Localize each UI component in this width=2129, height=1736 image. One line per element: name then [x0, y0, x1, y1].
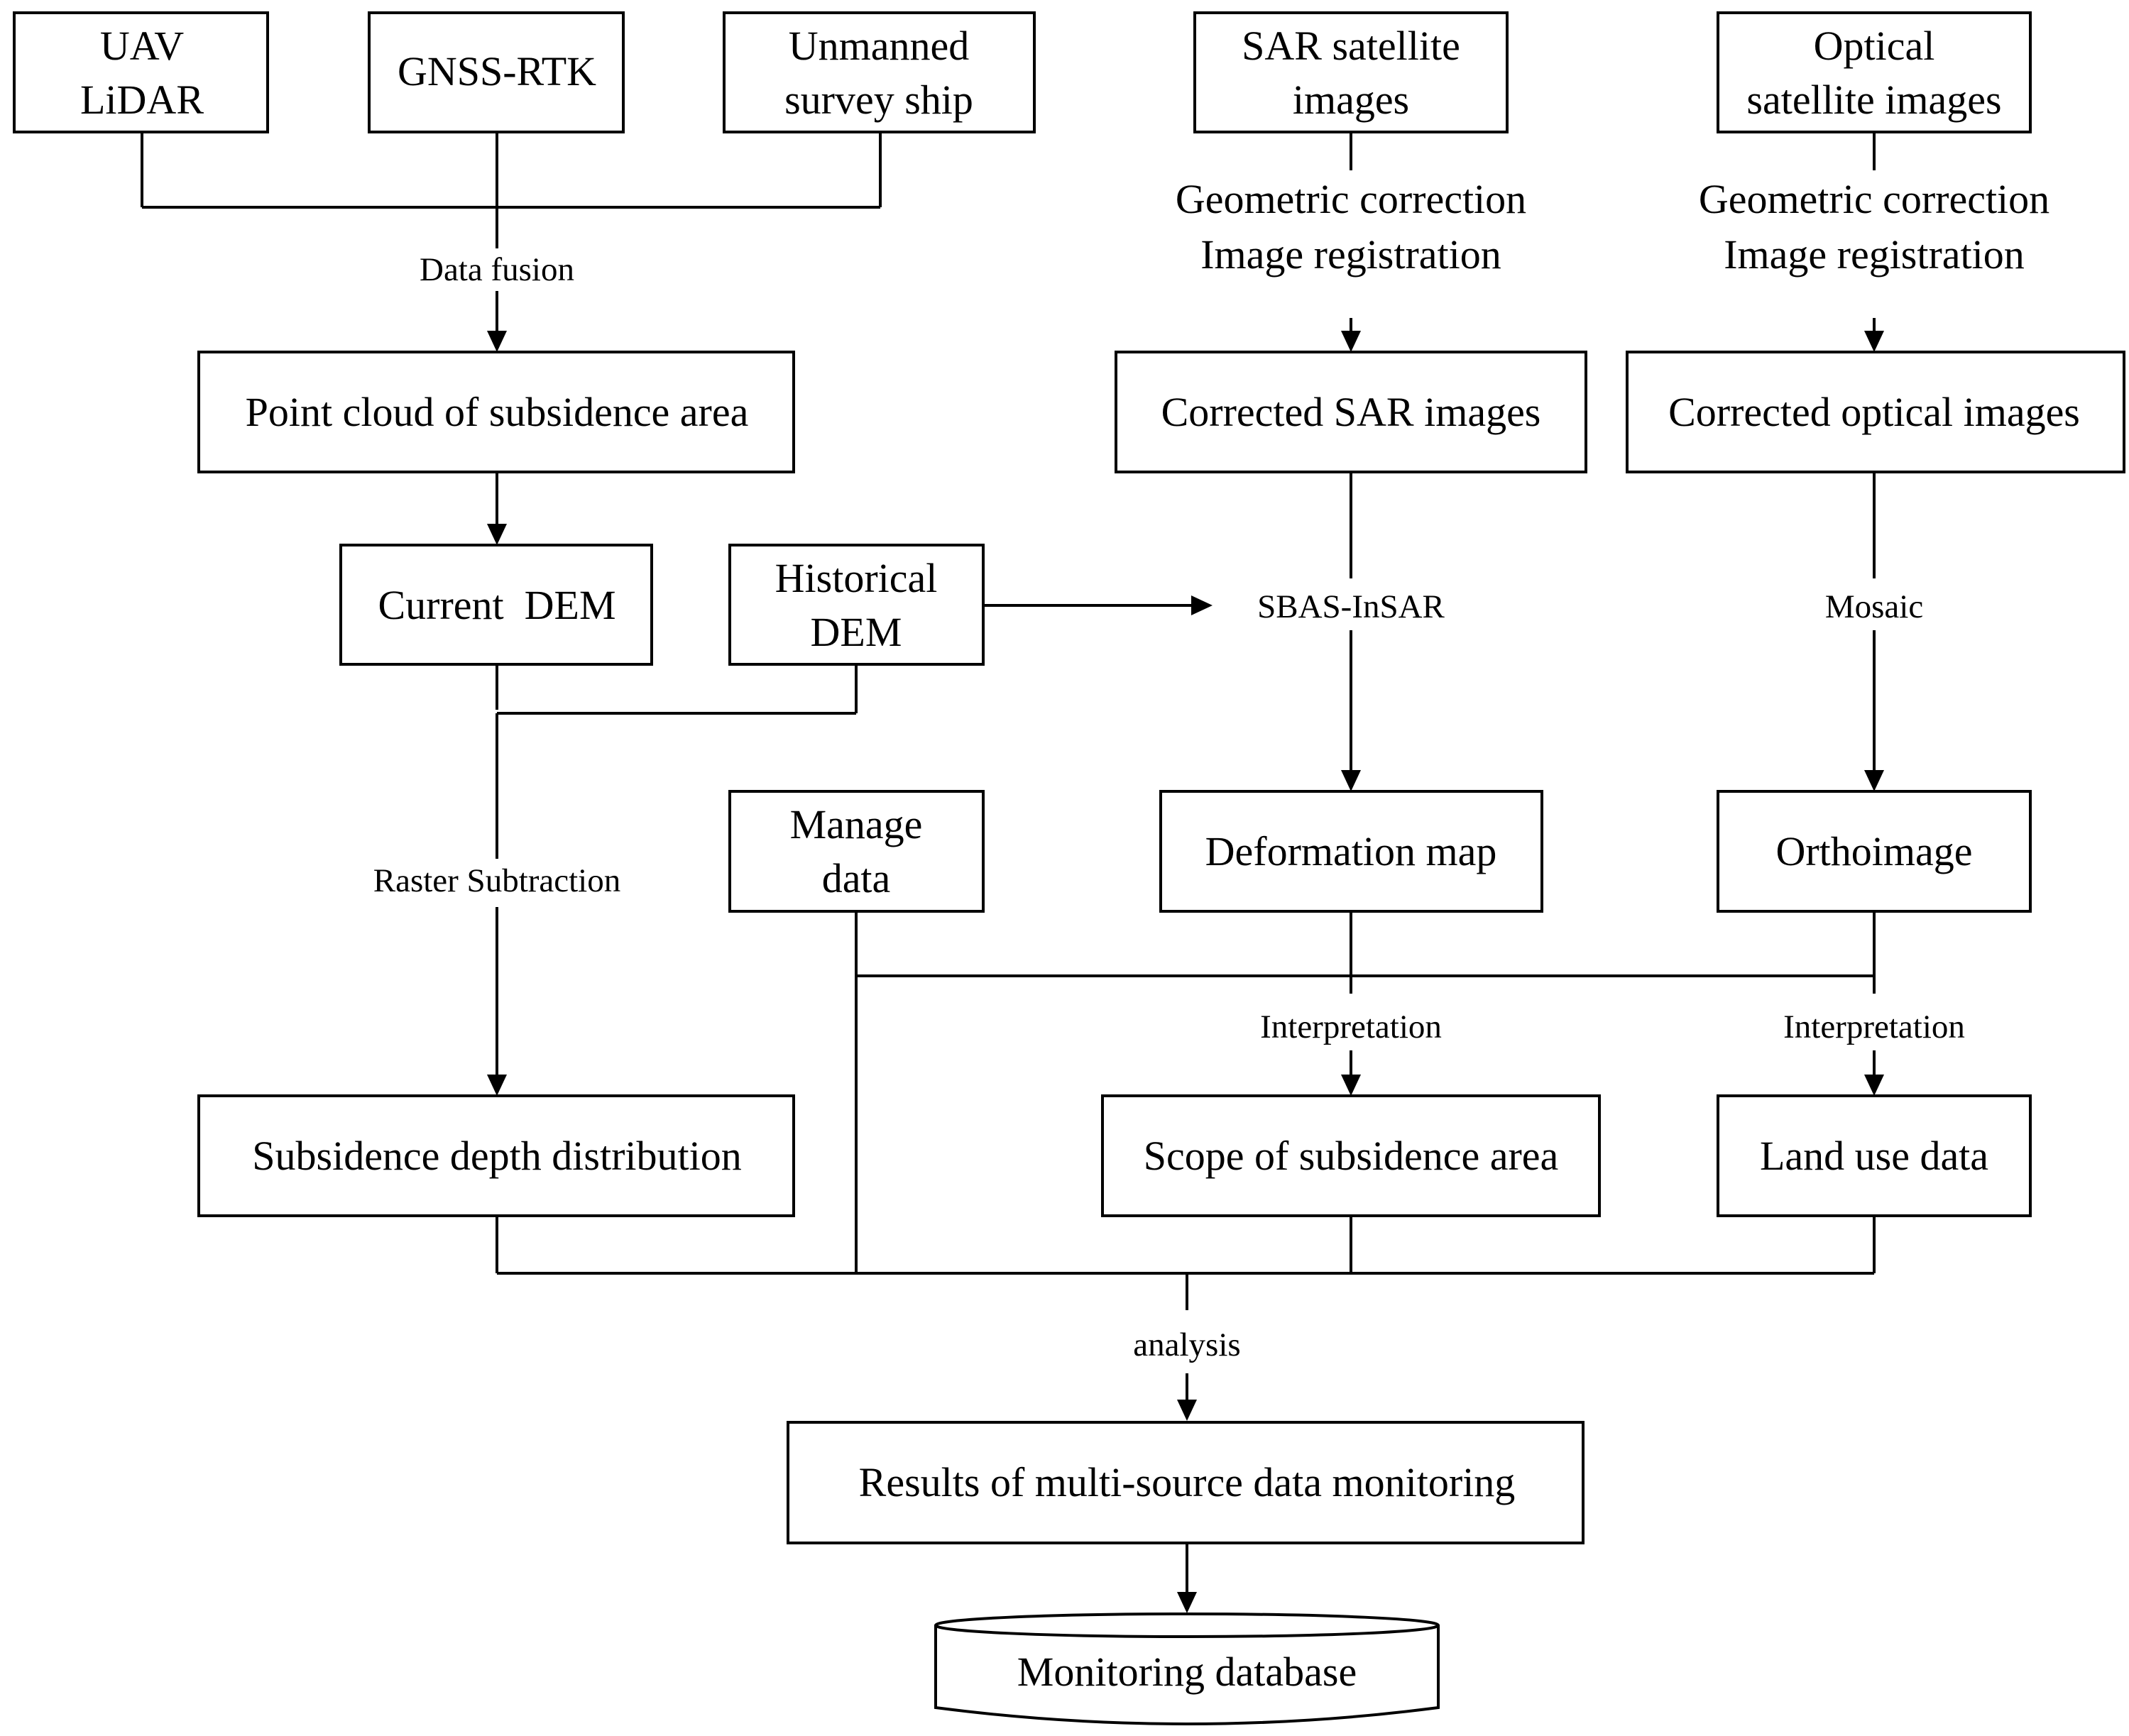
- node-land-use: Land use data: [1717, 1094, 2032, 1217]
- node-current-dem-label: Current DEM: [378, 582, 615, 628]
- label-optical-geometric-correction: Geometric correction: [1699, 176, 2049, 222]
- node-historical-dem-line1: Historical: [775, 555, 938, 601]
- node-unmanned-ship-line1: Unmanned: [789, 23, 970, 69]
- node-database-label: Monitoring database: [1017, 1649, 1357, 1695]
- node-uav-lidar-line1: UAV: [100, 23, 184, 69]
- database-cylinder-body: [934, 1625, 1440, 1725]
- node-optical-images-line1: Optical: [1814, 23, 1935, 69]
- label-sar-image-registration: Image registration: [1200, 231, 1501, 278]
- node-subsidence-depth-label: Subsidence depth distribution: [252, 1133, 742, 1179]
- node-scope-subsidence-label: Scope of subsidence area: [1144, 1133, 1559, 1179]
- node-results: Results of multi-source data monitoring: [787, 1421, 1585, 1544]
- node-optical-satellite-images: Optical satellite images: [1717, 11, 2032, 133]
- node-results-label: Results of multi-source data monitoring: [859, 1459, 1516, 1505]
- label-interpretation-optical: Interpretation: [1783, 1009, 1965, 1045]
- node-orthoimage-label: Orthoimage: [1775, 828, 1972, 874]
- node-corrected-sar: Corrected SAR images: [1115, 351, 1587, 473]
- node-unmanned-ship-line2: survey ship: [784, 77, 973, 123]
- node-orthoimage: Orthoimage: [1717, 790, 2032, 913]
- label-raster-subtraction: Raster Subtraction: [373, 862, 621, 899]
- node-scope-subsidence: Scope of subsidence area: [1101, 1094, 1601, 1217]
- node-gnss-rtk-label: GNSS-RTK: [398, 48, 596, 94]
- node-corrected-optical: Corrected optical images: [1626, 351, 2125, 473]
- arrowhead-sbas: [1191, 595, 1213, 615]
- node-corrected-sar-label: Corrected SAR images: [1161, 389, 1541, 435]
- label-optical-image-registration: Image registration: [1724, 231, 2025, 278]
- node-manage-data-line1: Manage: [790, 801, 923, 847]
- arrowhead-orthoimage: [1864, 770, 1884, 791]
- label-interpretation-sar: Interpretation: [1260, 1009, 1442, 1045]
- label-mosaic: Mosaic: [1825, 588, 1923, 625]
- node-manage-data-line2: data: [822, 855, 891, 901]
- node-current-dem: Current DEM: [339, 544, 653, 666]
- database-cylinder-top: [934, 1613, 1440, 1638]
- arrowhead-corrected-sar: [1341, 331, 1361, 352]
- node-gnss-rtk: GNSS-RTK: [368, 11, 625, 133]
- node-unmanned-survey-ship: Unmanned survey ship: [723, 11, 1036, 133]
- node-monitoring-database: Monitoring database: [934, 1613, 1440, 1725]
- node-sar-satellite-images: SAR satellite images: [1193, 11, 1509, 133]
- node-point-cloud-label: Point cloud of subsidence area: [246, 389, 749, 435]
- arrowhead-scope: [1341, 1075, 1361, 1096]
- label-sbas-insar: SBAS-InSAR: [1257, 588, 1445, 625]
- arrowhead-results: [1177, 1400, 1197, 1421]
- label-data-fusion: Data fusion: [420, 251, 574, 288]
- node-point-cloud: Point cloud of subsidence area: [197, 351, 795, 473]
- node-historical-dem-line2: DEM: [811, 609, 902, 655]
- node-sar-images-line1: SAR satellite: [1242, 23, 1460, 69]
- node-optical-images-line2: satellite images: [1746, 77, 2001, 123]
- node-manage-data: Manage data: [728, 790, 985, 913]
- node-deformation-map-label: Deformation map: [1205, 828, 1497, 874]
- node-land-use-label: Land use data: [1760, 1133, 1988, 1179]
- label-sar-geometric-correction: Geometric correction: [1176, 176, 1526, 222]
- arrowhead-deformation: [1341, 770, 1361, 791]
- node-sar-images-line2: images: [1293, 77, 1409, 123]
- connectors: [141, 132, 1884, 1613]
- label-analysis: analysis: [1133, 1326, 1240, 1363]
- node-corrected-optical-label: Corrected optical images: [1668, 389, 2080, 435]
- node-subsidence-depth: Subsidence depth distribution: [197, 1094, 795, 1217]
- arrowhead-point-cloud: [487, 331, 507, 352]
- arrowhead-database: [1177, 1592, 1197, 1613]
- node-uav-lidar: UAV LiDAR: [13, 11, 269, 133]
- node-historical-dem: Historical DEM: [728, 544, 985, 666]
- arrowhead-land-use: [1864, 1075, 1884, 1096]
- arrowhead-subsidence-depth: [487, 1075, 507, 1096]
- arrowhead-current-dem: [487, 524, 507, 545]
- node-deformation-map: Deformation map: [1159, 790, 1543, 913]
- node-uav-lidar-line2: LiDAR: [80, 77, 204, 123]
- arrowhead-corrected-optical: [1864, 331, 1884, 352]
